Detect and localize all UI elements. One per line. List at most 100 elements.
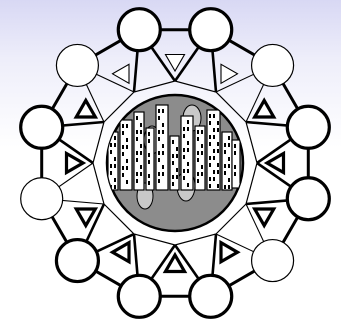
building-window bbox=[201, 144, 203, 148]
building-window bbox=[213, 114, 215, 118]
building-window bbox=[187, 127, 189, 131]
building-window bbox=[172, 175, 174, 179]
building-window bbox=[126, 159, 128, 163]
building-window bbox=[158, 109, 160, 113]
outer-node-circle bbox=[252, 44, 294, 86]
outer-node-circle bbox=[21, 106, 63, 148]
building-window bbox=[224, 143, 226, 147]
building-window bbox=[158, 172, 160, 176]
outer-node-circle bbox=[56, 44, 98, 86]
building-window bbox=[122, 166, 124, 170]
building-window bbox=[213, 135, 215, 139]
outer-node-circle bbox=[190, 9, 232, 51]
building-window bbox=[126, 124, 128, 128]
building-window bbox=[224, 164, 226, 168]
building-window bbox=[162, 151, 164, 155]
building-window bbox=[172, 154, 174, 158]
triangle-marker bbox=[165, 55, 184, 72]
building-window bbox=[183, 134, 185, 138]
building-window bbox=[228, 178, 230, 182]
building-window bbox=[183, 176, 185, 180]
building-window bbox=[234, 151, 236, 155]
outer-node-circle bbox=[56, 240, 98, 282]
building-window bbox=[148, 160, 150, 164]
building-window bbox=[201, 165, 203, 169]
building-window bbox=[158, 116, 160, 120]
building-window bbox=[224, 150, 226, 154]
building-window bbox=[217, 142, 219, 146]
building-window bbox=[217, 149, 219, 153]
building-window bbox=[201, 151, 203, 155]
building-window bbox=[183, 127, 185, 131]
building-window bbox=[122, 145, 124, 149]
building-window bbox=[110, 171, 112, 175]
building-window bbox=[187, 183, 189, 187]
building-window bbox=[158, 137, 160, 141]
building-window bbox=[228, 136, 230, 140]
building-window bbox=[140, 130, 142, 134]
building-window bbox=[234, 144, 236, 148]
outer-node-circle bbox=[287, 106, 329, 148]
building-window bbox=[136, 137, 138, 141]
triangle-marker bbox=[113, 243, 130, 262]
building-window bbox=[114, 178, 116, 182]
building-window bbox=[136, 116, 138, 120]
outer-node-circle bbox=[21, 178, 63, 220]
building-window bbox=[197, 151, 199, 155]
building-window bbox=[217, 184, 219, 188]
building-window bbox=[126, 166, 128, 170]
building-window bbox=[209, 142, 211, 146]
building-block bbox=[134, 112, 144, 190]
building-window bbox=[197, 130, 199, 134]
outer-node-circle bbox=[287, 178, 329, 220]
building-window bbox=[197, 158, 199, 162]
building-window bbox=[187, 120, 189, 124]
building-window bbox=[110, 164, 112, 168]
building-window bbox=[162, 123, 164, 127]
building-window bbox=[209, 156, 211, 160]
building-window bbox=[224, 171, 226, 175]
building-window bbox=[136, 172, 138, 176]
building-window bbox=[183, 169, 185, 173]
building-window bbox=[172, 161, 174, 165]
outer-node-circle bbox=[118, 9, 160, 51]
building-window bbox=[114, 157, 116, 161]
building-window bbox=[122, 124, 124, 128]
building-window bbox=[213, 177, 215, 181]
building-window bbox=[148, 132, 150, 136]
building-window bbox=[183, 148, 185, 152]
building-window bbox=[228, 185, 230, 189]
building-window bbox=[122, 131, 124, 135]
building-window bbox=[140, 172, 142, 176]
building-window bbox=[234, 165, 236, 169]
building-window bbox=[176, 168, 178, 172]
building-window bbox=[162, 130, 164, 134]
building-window bbox=[172, 140, 174, 144]
building-window bbox=[217, 163, 219, 167]
building-window bbox=[158, 158, 160, 162]
outer-node-circle bbox=[190, 275, 232, 317]
building-window bbox=[197, 172, 199, 176]
building-window bbox=[126, 145, 128, 149]
building-window bbox=[183, 155, 185, 159]
building-window bbox=[140, 144, 142, 148]
building-window bbox=[162, 144, 164, 148]
building-window bbox=[162, 165, 164, 169]
building-window bbox=[114, 185, 116, 189]
building-window bbox=[114, 136, 116, 140]
outer-node-circle bbox=[252, 240, 294, 282]
building-window bbox=[224, 185, 226, 189]
building-window bbox=[122, 173, 124, 177]
building-window bbox=[136, 158, 138, 162]
building-window bbox=[209, 177, 211, 181]
building-window bbox=[114, 143, 116, 147]
triangle-marker bbox=[221, 243, 238, 262]
building-block bbox=[146, 128, 154, 190]
building-window bbox=[110, 143, 112, 147]
building-window bbox=[148, 153, 150, 157]
building-window bbox=[176, 175, 178, 179]
building-window bbox=[217, 121, 219, 125]
building-window bbox=[126, 180, 128, 184]
building-window bbox=[136, 179, 138, 183]
